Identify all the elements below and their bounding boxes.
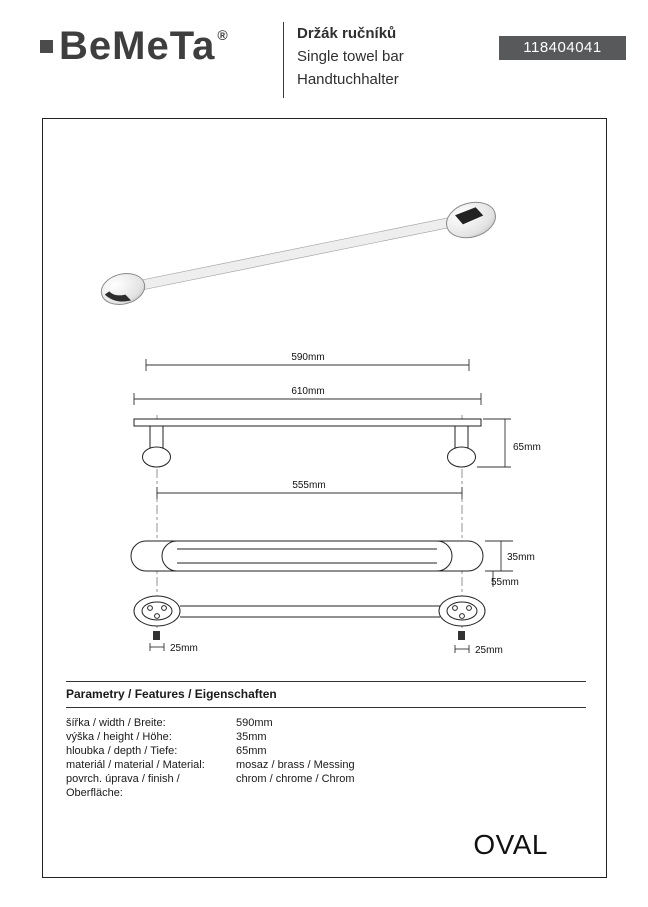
dim-25-left-label: 25mm — [170, 643, 198, 654]
param-label: šířka / width / Breite: — [66, 717, 166, 729]
bemeta-logo: BeMeTa ® — [40, 24, 228, 68]
dim-555-label: 555mm — [292, 480, 325, 491]
param-row-depth: hloubka / depth / Tiefe: 65mm — [66, 744, 586, 758]
param-value: mosaz / brass / Messing — [236, 759, 355, 771]
dim-35-label: 35mm — [507, 552, 535, 563]
dim-610-label: 610mm — [291, 386, 324, 397]
parameters-title: Parametry / Features / Eigenschaften — [66, 681, 586, 708]
product-name-en: Single towel bar — [297, 48, 404, 65]
product-name-de: Handtuchhalter — [297, 71, 399, 88]
dim-25-left: 25mm — [149, 643, 198, 654]
param-value: 35mm — [236, 731, 267, 743]
param-label: materiál / material / Material: — [66, 759, 205, 771]
series-name: OVAL — [473, 829, 548, 860]
param-label: povrch. úprava / finish / Oberfläche: — [66, 773, 180, 799]
dim-590: 590mm — [145, 352, 470, 371]
param-label: výška / height / Höhe: — [66, 731, 172, 743]
dim-55: 55mm — [491, 571, 519, 588]
right-mount-render — [446, 201, 496, 239]
param-row-height: výška / height / Höhe: 35mm — [66, 730, 586, 744]
drawing-sheet: 590mm 610mm 65mm — [42, 118, 607, 878]
product-photo-render — [100, 201, 496, 305]
left-screw — [153, 631, 160, 640]
dim-25-right-label: 25mm — [475, 645, 503, 656]
dim-65-label: 65mm — [513, 442, 541, 453]
center-lines — [156, 415, 463, 639]
dim-25-right: 25mm — [454, 645, 503, 656]
header: BeMeTa ® Držák ručníků Single towel bar … — [40, 22, 626, 114]
param-row-material: materiál / material / Material: mosaz / … — [66, 758, 586, 772]
dim-65: 65mm — [477, 418, 541, 468]
bottom-view — [133, 595, 486, 627]
param-row-finish: povrch. úprava / finish / Oberfläche: ch… — [66, 772, 586, 800]
registered-mark: ® — [217, 27, 228, 43]
dim-55-label: 55mm — [491, 577, 519, 588]
logo-square-icon — [40, 40, 53, 53]
bar-front-view — [130, 540, 484, 572]
product-code-badge: 118404041 — [499, 36, 626, 60]
dim-610: 610mm — [133, 386, 482, 405]
param-value: 590mm — [236, 717, 273, 729]
product-names: Držák ručníků Single towel bar Handtuchh… — [297, 22, 404, 91]
logo-text: BeMeTa — [59, 24, 216, 68]
header-divider — [283, 22, 284, 98]
dim-555: 555mm — [156, 480, 463, 499]
param-value: chrom / chrome / Chrom — [236, 773, 355, 785]
left-mount-render — [100, 273, 146, 305]
param-label: hloubka / depth / Tiefe: — [66, 745, 178, 757]
right-screw — [458, 631, 465, 640]
param-row-width: šířka / width / Breite: 590mm — [66, 716, 586, 730]
parameters-table: šířka / width / Breite: 590mm výška / he… — [66, 708, 586, 800]
param-value: 65mm — [236, 745, 267, 757]
parameters-section: Parametry / Features / Eigenschaften šíř… — [66, 681, 586, 800]
product-name-cs: Držák ručníků — [297, 25, 397, 42]
technical-drawing: 590mm 610mm 65mm — [100, 201, 541, 656]
dim-35: 35mm — [485, 540, 535, 572]
front-view — [133, 418, 482, 468]
dim-590-label: 590mm — [291, 352, 324, 363]
